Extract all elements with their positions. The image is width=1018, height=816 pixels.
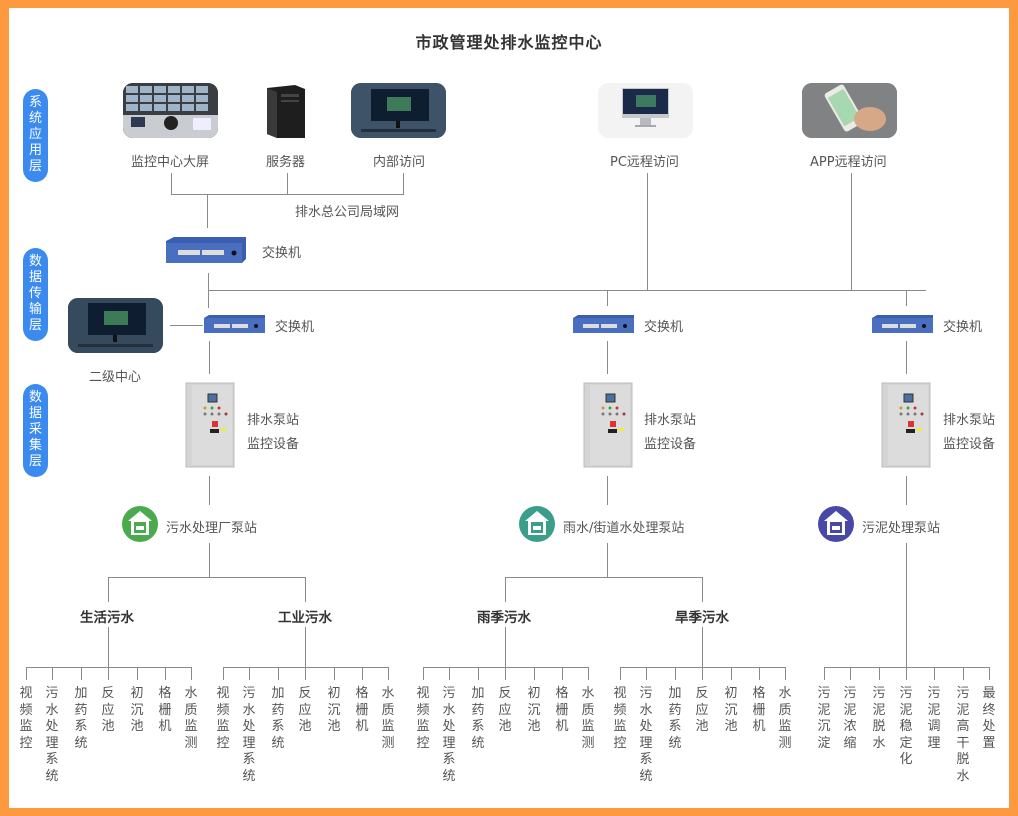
leaf-item: 污水处理系统 xyxy=(639,686,653,784)
switch-label: 交换机 xyxy=(275,320,315,335)
pump-station-house-icon xyxy=(519,506,555,542)
layer-label: 数据传输层 xyxy=(28,254,42,333)
secondary-center-label: 二级中心 xyxy=(89,370,142,385)
group-heading: 生活污水 xyxy=(80,610,134,626)
leaf-item: 格栅机 xyxy=(752,686,766,734)
leaf-item: 反应池 xyxy=(498,686,512,734)
monitor-icon xyxy=(351,83,446,138)
leaf-item: 初沉池 xyxy=(130,686,144,734)
leaf-item: 最终处置 xyxy=(982,686,996,751)
leaf-item: 污泥脱水 xyxy=(872,686,886,751)
leaf-item: 视频监控 xyxy=(216,686,230,751)
pump-station-house-icon xyxy=(818,506,854,542)
leaf-item: 初沉池 xyxy=(527,686,541,734)
leaf-item: 污泥浓缩 xyxy=(843,686,857,751)
group-heading: 旱季污水 xyxy=(675,610,729,626)
device-label-internal-access: 内部访问 xyxy=(373,155,426,170)
cabinet-label-line1: 排水泵站 xyxy=(247,413,300,428)
cabinet-label-line1: 排水泵站 xyxy=(943,413,996,428)
leaf-item: 格栅机 xyxy=(158,686,172,734)
layer-label: 数据采集层 xyxy=(28,390,42,469)
leaf-item: 污泥调理 xyxy=(927,686,941,751)
lan-label: 排水总公司局域网 xyxy=(295,205,400,220)
group-heading: 雨季污水 xyxy=(477,610,531,626)
leaf-item: 加药系统 xyxy=(271,686,285,751)
leaf-item: 污水处理系统 xyxy=(442,686,456,784)
device-label-pc-remote: PC远程访问 xyxy=(610,155,679,170)
cabinet-label-line2: 监控设备 xyxy=(644,437,697,452)
switch-icon xyxy=(872,315,933,333)
switch-label: 交换机 xyxy=(644,320,684,335)
leaf-item: 加药系统 xyxy=(668,686,682,751)
station-label: 污水处理厂泵站 xyxy=(166,521,258,536)
control-cabinet-icon xyxy=(582,381,634,469)
device-label-video-wall: 监控中心大屏 xyxy=(131,155,210,170)
pump-station-house-icon xyxy=(122,506,158,542)
leaf-item: 加药系统 xyxy=(471,686,485,751)
station-label: 污泥处理泵站 xyxy=(862,521,941,536)
diagram-canvas xyxy=(9,8,1009,808)
leaf-item: 水质监测 xyxy=(778,686,792,751)
cabinet-label-line2: 监控设备 xyxy=(247,437,300,452)
control-cabinet-icon xyxy=(184,381,236,469)
leaf-item: 污泥稳定化 xyxy=(899,686,913,767)
control-cabinet-icon xyxy=(880,381,932,469)
leaf-item: 加药系统 xyxy=(74,686,88,751)
leaf-item: 初沉池 xyxy=(724,686,738,734)
video-wall-icon xyxy=(123,83,218,138)
leaf-item: 污泥高干脱水 xyxy=(956,686,970,784)
leaf-item: 格栅机 xyxy=(355,686,369,734)
leaf-item: 反应池 xyxy=(695,686,709,734)
device-label-server: 服务器 xyxy=(266,155,306,170)
leaf-item: 视频监控 xyxy=(19,686,33,751)
layer-collection-pill: 数据采集层 xyxy=(23,384,48,477)
leaf-item: 污泥沉淀 xyxy=(817,686,831,751)
leaf-item: 格栅机 xyxy=(555,686,569,734)
phone-icon xyxy=(802,83,897,138)
station-label: 雨水/街道水处理泵站 xyxy=(563,521,685,536)
switch-icon xyxy=(573,315,634,333)
switch-label: 交换机 xyxy=(943,320,983,335)
leaf-item: 初沉池 xyxy=(327,686,341,734)
secondary-center-monitor-icon xyxy=(68,298,163,353)
imac-icon xyxy=(598,83,693,138)
cabinet-label-line2: 监控设备 xyxy=(943,437,996,452)
leaf-item: 水质监测 xyxy=(381,686,395,751)
leaf-item: 水质监测 xyxy=(184,686,198,751)
leaf-item: 视频监控 xyxy=(613,686,627,751)
leaf-item: 污水处理系统 xyxy=(242,686,256,784)
leaf-item: 视频监控 xyxy=(416,686,430,751)
group-heading: 工业污水 xyxy=(278,610,332,626)
page-title: 市政管理处排水监控中心 xyxy=(415,33,603,52)
server-icon xyxy=(265,84,307,139)
layer-label: 系统应用层 xyxy=(28,95,42,174)
leaf-item: 水质监测 xyxy=(581,686,595,751)
cabinet-label-line1: 排水泵站 xyxy=(644,413,697,428)
core-switch-label: 交换机 xyxy=(262,246,302,261)
device-label-app-remote: APP远程访问 xyxy=(810,155,887,170)
core-switch-icon xyxy=(164,237,246,263)
leaf-item: 污水处理系统 xyxy=(45,686,59,784)
switch-icon xyxy=(204,315,265,333)
leaf-item: 反应池 xyxy=(101,686,115,734)
layer-transmission-pill: 数据传输层 xyxy=(23,248,48,341)
leaf-item: 反应池 xyxy=(298,686,312,734)
layer-application-pill: 系统应用层 xyxy=(23,89,48,182)
